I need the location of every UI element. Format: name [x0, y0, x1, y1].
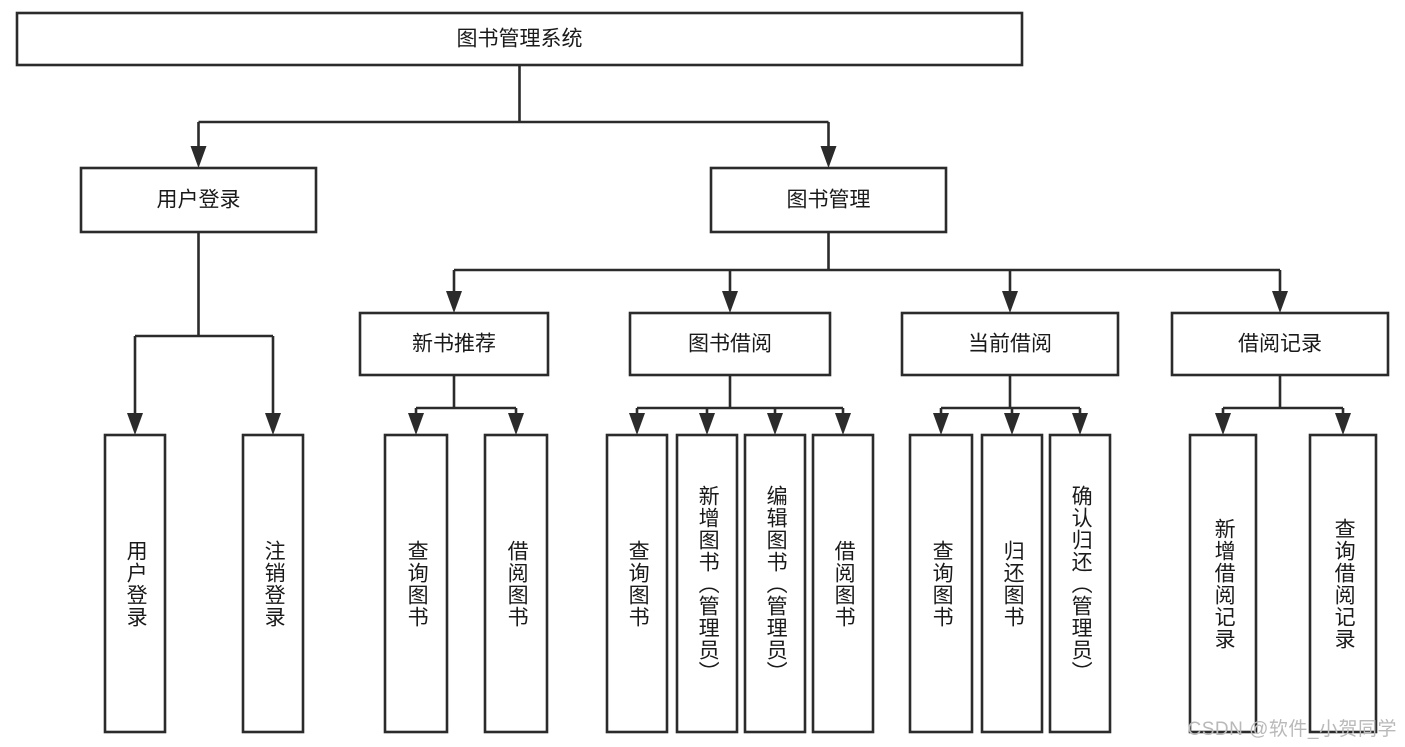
node-level3-box-1[interactable] — [628, 311, 832, 377]
node-root-label: 图书管理系统 — [457, 28, 583, 51]
userlogin-to-leaves-arrow-0 — [127, 413, 143, 435]
borrow_records-to-leaves-arrow-1 — [1335, 413, 1351, 435]
connector-lines — [127, 65, 1351, 435]
node-level3-label-1: 图书借阅 — [688, 333, 772, 356]
leaf-box-new_book_recommend-1[interactable] — [483, 433, 549, 734]
bookmgmt-to-level3-arrow-1 — [722, 291, 738, 313]
new_book_recommend-to-leaves-arrow-0 — [408, 413, 424, 435]
bookmgmt-to-level3-arrow-0 — [446, 291, 462, 313]
new_book_recommend-to-leaves-arrow-1 — [508, 413, 524, 435]
root-to-level2-arrow-1 — [820, 146, 837, 168]
leaf-box-current_borrow-0[interactable] — [908, 433, 974, 734]
node-level2-box-1[interactable] — [709, 166, 948, 234]
leaf-box-new_book_recommend-0[interactable] — [383, 433, 449, 734]
node-level2-label-1: 图书管理 — [787, 189, 871, 212]
leaf-box-book_borrow-3[interactable] — [811, 433, 875, 734]
node-level2-label-0: 用户登录 — [157, 189, 241, 212]
borrow_records-to-leaves-arrow-0 — [1215, 413, 1231, 435]
leaf-box-book_borrow-2[interactable] — [743, 433, 807, 734]
node-boxes — [15, 11, 1390, 734]
book_borrow-to-leaves-arrow-3 — [835, 413, 851, 435]
leaf-box-borrow_records-1[interactable] — [1308, 433, 1378, 734]
node-level3-box-0[interactable] — [358, 311, 550, 377]
node-level3-label-3: 借阅记录 — [1238, 333, 1322, 356]
current_borrow-to-leaves-arrow-1 — [1004, 413, 1020, 435]
book_borrow-to-leaves-arrow-2 — [767, 413, 783, 435]
current_borrow-to-leaves-arrow-0 — [933, 413, 949, 435]
leaf-box-book_borrow-1[interactable] — [675, 433, 739, 734]
node-root-box[interactable] — [15, 11, 1024, 67]
current_borrow-to-leaves-arrow-2 — [1072, 413, 1088, 435]
bookmgmt-to-level3-arrow-2 — [1002, 291, 1018, 313]
leaf-box-book_borrow-0[interactable] — [605, 433, 669, 734]
leaf-box-current_borrow-1[interactable] — [980, 433, 1044, 734]
book_borrow-to-leaves-arrow-0 — [629, 413, 645, 435]
book_borrow-to-leaves-arrow-1 — [699, 413, 715, 435]
leaf-box-user_login-1[interactable] — [241, 433, 305, 734]
watermark-text: CSDN @软件_小贺同学 — [1187, 719, 1397, 740]
node-level2-box-0[interactable] — [79, 166, 318, 234]
leaf-box-user_login-0[interactable] — [103, 433, 167, 734]
leaf-box-current_borrow-2[interactable] — [1048, 433, 1112, 734]
bookmgmt-to-level3-arrow-3 — [1272, 291, 1288, 313]
node-level3-label-0: 新书推荐 — [412, 333, 496, 356]
node-level3-label-2: 当前借阅 — [968, 333, 1052, 356]
root-to-level2-arrow-0 — [190, 146, 207, 168]
node-level3-box-2[interactable] — [900, 311, 1120, 377]
leaf-box-borrow_records-0[interactable] — [1188, 433, 1258, 734]
userlogin-to-leaves-arrow-1 — [265, 413, 281, 435]
node-level3-box-3[interactable] — [1170, 311, 1390, 377]
